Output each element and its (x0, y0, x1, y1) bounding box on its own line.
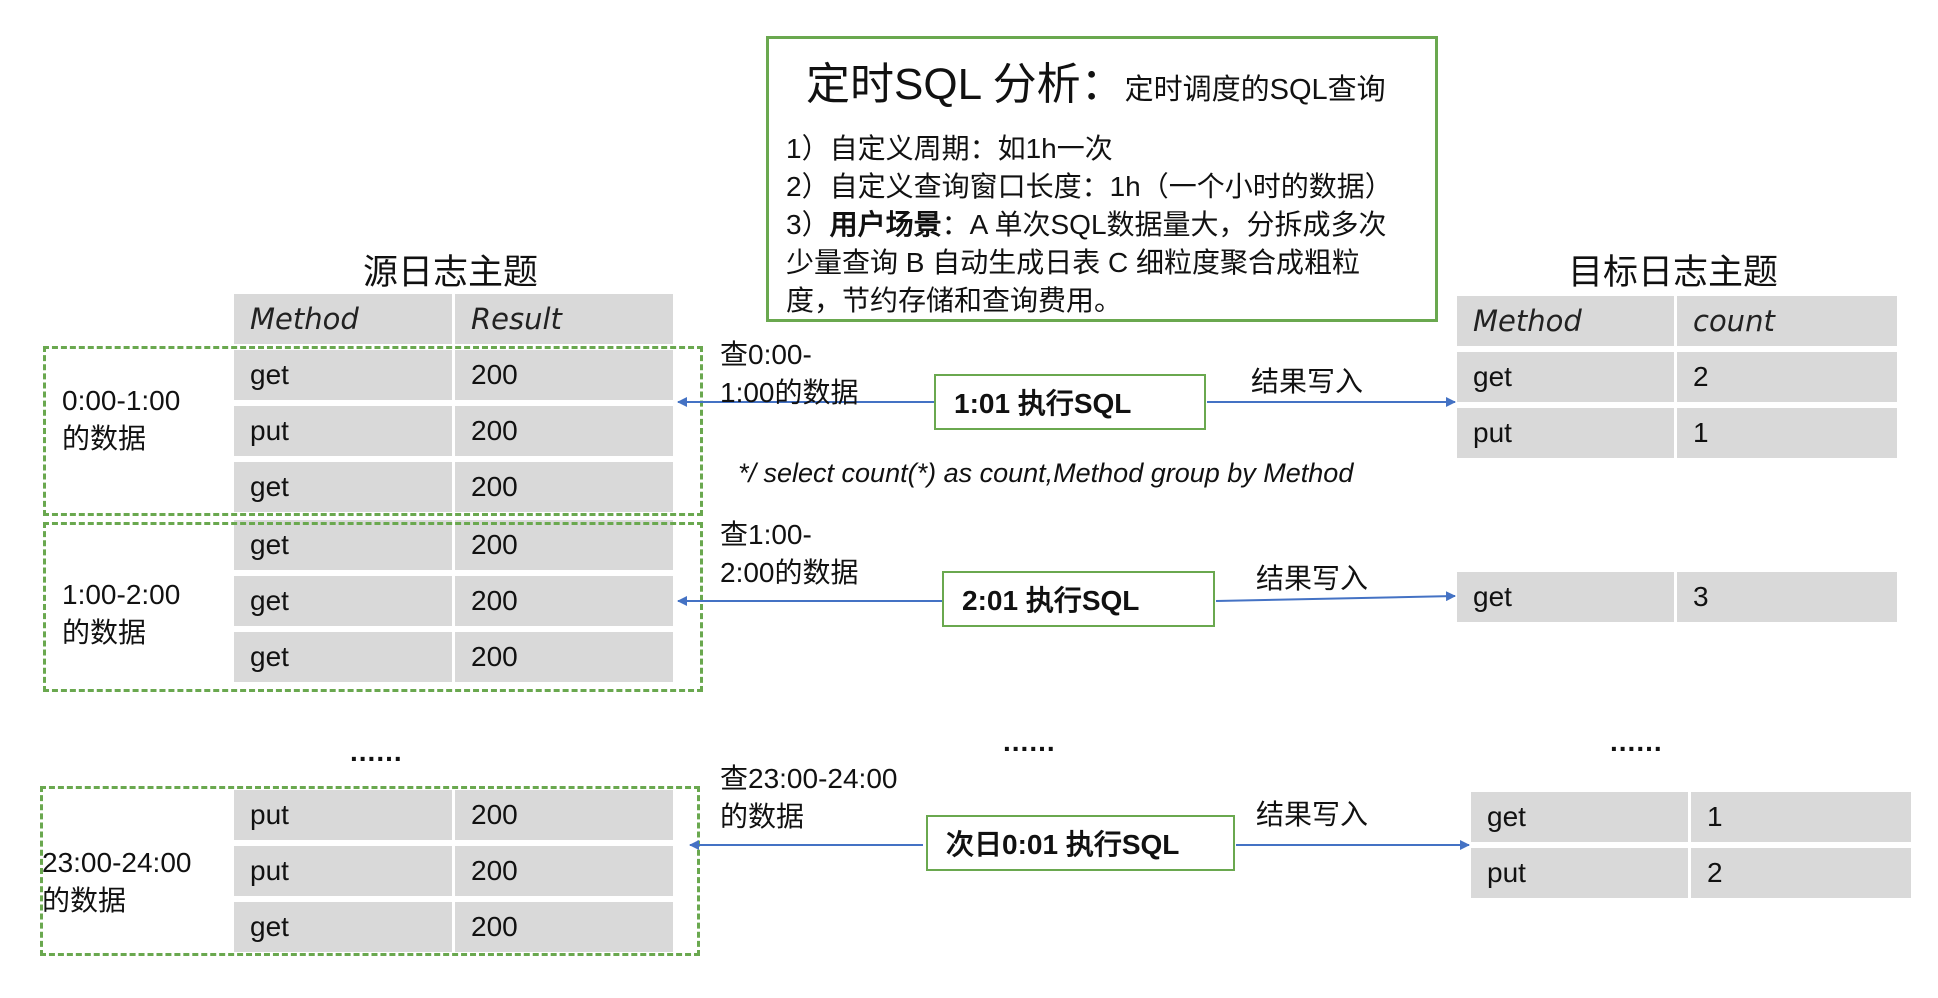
exec-box-1: 1:01 执行SQL (934, 374, 1206, 430)
source-group-frame-2 (43, 522, 703, 692)
query-label-2: 查1:00- 2:00的数据 (720, 519, 859, 588)
source-cell: put (234, 790, 452, 840)
target-cell: get (1457, 572, 1674, 622)
source-cell: get (234, 350, 452, 400)
source-cell: 200 (455, 350, 673, 400)
write-label-2: 结果写入 (1256, 563, 1369, 594)
source-header-method: Method (234, 294, 452, 344)
desc-line-3: 3）用户场景：A 单次SQL数据量大，分拆成多次 (786, 209, 1387, 240)
source-group-label-1: 0:00-1:00 的数据 (62, 385, 181, 454)
desc-line-1: 1）自定义周期：如1h一次 (786, 133, 1113, 164)
middle-ellipsis: ...... (1003, 726, 1056, 757)
source-cell: 200 (455, 520, 673, 570)
query-label-3: 查23:00-24:00 的数据 (720, 763, 898, 832)
exec-box-3: 次日0:01 执行SQL (926, 815, 1235, 871)
source-heading: 源日志主题 (363, 253, 539, 292)
target-cell: 1 (1677, 408, 1897, 458)
source-group-frame-1 (43, 346, 703, 516)
write-arrow-2 (1215, 591, 1456, 602)
target-cell: 3 (1677, 572, 1897, 622)
target-cell: put (1457, 408, 1674, 458)
target-cell: 2 (1691, 848, 1911, 898)
target-cell: put (1471, 848, 1688, 898)
exec-box-2: 2:01 执行SQL (942, 571, 1215, 627)
source-cell: 200 (455, 902, 673, 952)
source-ellipsis: ...... (350, 736, 403, 767)
source-cell: put (234, 406, 452, 456)
source-group-label-3: 23:00-24:00 的数据 (42, 847, 192, 916)
source-cell: get (234, 632, 452, 682)
title-main: 定时SQL 分析： (806, 60, 1125, 109)
write-label-3: 结果写入 (1256, 799, 1369, 830)
query-label-1: 查0:00- 1:00的数据 (720, 339, 859, 408)
desc-bold-scenario: 用户场景 (829, 209, 942, 240)
target-ellipsis: ...... (1610, 726, 1663, 757)
target-cell: 2 (1677, 352, 1897, 402)
title-box (766, 36, 1438, 322)
sql-note: */ select count(*) as count,Method group… (738, 458, 1354, 488)
target-heading: 目标日志主题 (1568, 253, 1779, 292)
source-cell: 200 (455, 576, 673, 626)
source-cell: 200 (455, 790, 673, 840)
source-group-label-2: 1:00-2:00 的数据 (62, 579, 181, 648)
desc-line-2: 2）自定义查询窗口长度：1h（一个小时的数据） (786, 171, 1393, 202)
source-cell: 200 (455, 846, 673, 896)
source-cell: get (234, 462, 452, 512)
source-cell: 200 (455, 406, 673, 456)
source-header-result: Result (455, 294, 673, 344)
desc-line-5: 度，节约存储和查询费用。 (786, 285, 1123, 316)
target-cell: get (1457, 352, 1674, 402)
source-cell: 200 (455, 462, 673, 512)
target-cell: 1 (1691, 792, 1911, 842)
diagram-title: 定时SQL 分析：定时调度的SQL查询 (806, 48, 1386, 112)
source-group-frame-3 (40, 786, 700, 956)
desc-line-4: 少量查询 B 自动生成日表 C 细粒度聚合成粗粒 (786, 247, 1361, 278)
source-cell: 200 (455, 632, 673, 682)
write-label-1: 结果写入 (1251, 366, 1364, 397)
source-cell: put (234, 846, 452, 896)
title-subtitle: 定时调度的SQL查询 (1124, 74, 1386, 106)
source-cell: get (234, 902, 452, 952)
source-cell: get (234, 520, 452, 570)
source-cell: get (234, 576, 452, 626)
target-header-count: count (1677, 296, 1897, 346)
target-cell: get (1471, 792, 1688, 842)
target-header-method: Method (1457, 296, 1674, 346)
